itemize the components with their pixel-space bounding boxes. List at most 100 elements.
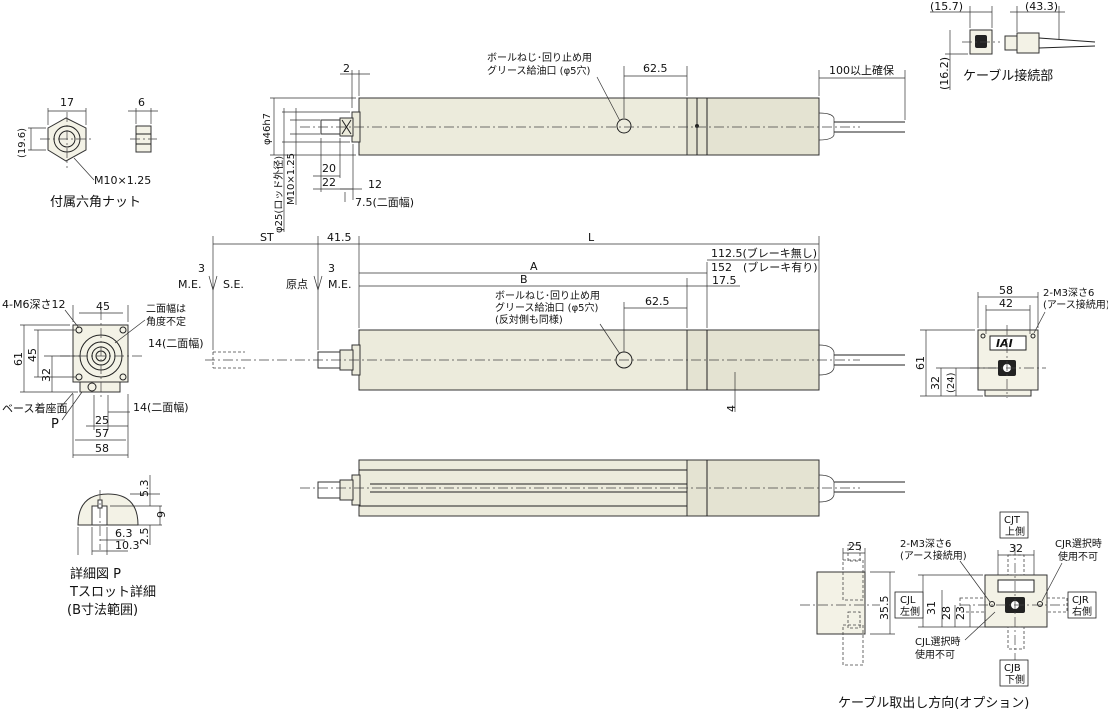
top-20-label: 20 bbox=[322, 162, 336, 175]
opt-cjr-note-1: CJR選択時 bbox=[1055, 537, 1102, 550]
flange-58-label: 58 bbox=[95, 442, 109, 455]
opt-cjb-label: CJB bbox=[1004, 663, 1021, 674]
genten-label: 原点 bbox=[286, 278, 308, 291]
mid-grease-label-1: ボールねじ･回り止め用 bbox=[495, 290, 600, 302]
rear-61-label: 61 bbox=[914, 356, 927, 370]
brake-none-label: 112.5(ブレーキ無し) bbox=[711, 246, 817, 260]
flange-25-label: 25 bbox=[95, 414, 109, 427]
flange-32-label: 32 bbox=[40, 368, 53, 382]
top-grease-label-1: ボールねじ･回り止め用 bbox=[487, 52, 592, 64]
rear-end-view: IAI 58 42 2-M3深さ6 (アース接続用) 61 32 (24) bbox=[914, 284, 1108, 398]
mid-grease-label-3: (反対側も同様) bbox=[495, 313, 563, 326]
opt-cjl-dir: 左側 bbox=[900, 605, 920, 618]
opt-earth-label: (アース接続用) bbox=[900, 549, 967, 562]
nut-caption: 付属六角ナット bbox=[50, 195, 141, 210]
tslot-caption-2: Tスロット詳細 bbox=[69, 584, 156, 600]
rear-42-label: 42 bbox=[999, 297, 1013, 310]
top-7-5-label: 7.5(二面幅) bbox=[355, 196, 414, 209]
d17-5-label: 17.5 bbox=[712, 274, 737, 287]
mid-62-5-label: 62.5 bbox=[645, 295, 670, 308]
opt-tap-label: 2-M3深さ6 bbox=[900, 538, 951, 550]
tslot-9-label: 9 bbox=[155, 511, 168, 518]
nut-width-label: 17 bbox=[60, 96, 74, 109]
t-slot-detail: 5.3 9 2.5 6.3 10.3 詳細図 P Tスロット詳細 (B寸法範囲) bbox=[67, 475, 168, 618]
top-cable-length-label: 100以上確保 bbox=[829, 63, 894, 77]
rear-logo: IAI bbox=[996, 337, 1013, 350]
me-right-label: M.E. bbox=[328, 278, 351, 291]
rear-24-label: (24) bbox=[946, 372, 957, 393]
opt-cjl-note-2: 使用不可 bbox=[915, 648, 955, 661]
tslot-5-3-label: 5.3 bbox=[138, 480, 151, 498]
B-label: B bbox=[520, 273, 528, 286]
opt-31-label: 31 bbox=[925, 601, 938, 615]
top-grease-label-2: グリース給油口 (φ5穴) bbox=[487, 64, 591, 77]
opt-23-label: 23 bbox=[954, 606, 967, 620]
brake-with-label: 152 (ブレーキ有り) bbox=[711, 260, 818, 274]
opt-cjt-dir: 上側 bbox=[1005, 525, 1025, 538]
flange-45v-label: 45 bbox=[26, 348, 39, 362]
actuator-bottom-view bbox=[300, 459, 905, 517]
opt-cjr-dir: 右側 bbox=[1072, 605, 1092, 618]
opt-cjl-label: CJL bbox=[900, 595, 916, 606]
top-rod-dia-label: φ25(ロッド外径) bbox=[272, 156, 285, 233]
A-label: A bbox=[530, 260, 538, 273]
opt-25-label: 25 bbox=[848, 540, 862, 553]
cable-15-7-label: (15.7) bbox=[930, 0, 963, 13]
flange-base-label: ベース着座面 bbox=[2, 401, 67, 415]
tslot-6-3-label: 6.3 bbox=[115, 527, 133, 540]
top-12-label: 12 bbox=[368, 178, 382, 191]
flange-kakudo-label: 角度不定 bbox=[146, 315, 186, 328]
cable-16-2-label: (16.2) bbox=[938, 57, 951, 90]
cable-43-3-label: (43.3) bbox=[1025, 0, 1058, 13]
top-22-label: 22 bbox=[322, 176, 336, 189]
se-label: S.E. bbox=[223, 278, 244, 291]
rear-32-label: 32 bbox=[929, 376, 942, 390]
rear-tap-label: 2-M3深さ6 bbox=[1043, 287, 1094, 299]
opt-cjr-note-2: 使用不可 bbox=[1058, 550, 1098, 563]
opt-cjr-label: CJR bbox=[1072, 595, 1089, 606]
me-right-3: 3 bbox=[328, 262, 335, 275]
flange-61-label: 61 bbox=[12, 352, 25, 366]
st-label: ST bbox=[260, 231, 274, 244]
cable-connection-view: (15.7) (16.2) (43.3) ケーブル接続部 bbox=[930, 0, 1096, 90]
tslot-2-5-label: 2.5 bbox=[138, 528, 151, 546]
flange-45-label: 45 bbox=[96, 300, 110, 313]
flange-P-label: P bbox=[51, 417, 59, 432]
top-62-5-label: 62.5 bbox=[643, 62, 668, 75]
d4-label: 4 bbox=[725, 405, 738, 412]
opt-35-5-label: 35.5 bbox=[878, 596, 891, 621]
opt-cjb-dir: 下側 bbox=[1005, 673, 1025, 686]
opt-cjl-note-1: CJL選択時 bbox=[915, 635, 961, 648]
me-left-label: M.E. bbox=[178, 278, 201, 291]
rear-earth-label: (アース接続用) bbox=[1043, 298, 1108, 311]
cable-caption: ケーブル接続部 bbox=[963, 68, 1053, 84]
opt-cjt-label: CJT bbox=[1004, 515, 1021, 526]
flange-nimen-label: 二面幅は bbox=[146, 302, 186, 315]
cable-direction-option: 25 35.5 32 2-M3深さ6 (アース接続用) CJR選択時 使用不可 … bbox=[800, 511, 1102, 711]
flange-14a-label: 14(二面幅) bbox=[148, 337, 204, 350]
tslot-caption-1: 詳細図 P bbox=[70, 566, 121, 582]
top-2-label: 2 bbox=[343, 62, 350, 75]
nut-thickness-label: 6 bbox=[138, 96, 145, 109]
opt-caption: ケーブル取出し方向(オプション) bbox=[838, 695, 1029, 711]
opt-28-label: 28 bbox=[940, 606, 953, 620]
actuator-side-view: ST 41.5 L 112.5(ブレーキ無し) 152 (ブレーキ有り) A B… bbox=[178, 231, 905, 412]
tslot-10-3-label: 10.3 bbox=[115, 539, 140, 552]
front-flange-view: 45 4-M6深さ12 二面幅は 角度不定 14(二面幅) 61 45 32 ベ… bbox=[2, 298, 204, 458]
mid-grease-label-2: グリース給油口 (φ5穴) bbox=[495, 301, 599, 314]
L-label: L bbox=[588, 231, 595, 244]
nut-thread-label: M10×1.25 bbox=[94, 174, 151, 187]
nut-height-label: (19.6) bbox=[17, 128, 28, 158]
rear-58-label: 58 bbox=[999, 284, 1013, 297]
d41-5-label: 41.5 bbox=[327, 231, 352, 244]
top-thread-label: M10×1.25 bbox=[286, 153, 297, 205]
opt-32-label: 32 bbox=[1009, 542, 1023, 555]
flange-tap-label: 4-M6深さ12 bbox=[2, 298, 65, 311]
me-left-3: 3 bbox=[198, 262, 205, 275]
tslot-caption-3: (B寸法範囲) bbox=[67, 603, 138, 618]
actuator-top-view: 2 62.5 ボールねじ･回り止め用 グリース給油口 (φ5穴) 100以上確保… bbox=[262, 52, 906, 233]
flange-14b-label: 14(二面幅) bbox=[133, 401, 189, 414]
flange-57-label: 57 bbox=[95, 427, 109, 440]
top-d46-label: φ46h7 bbox=[262, 113, 273, 145]
